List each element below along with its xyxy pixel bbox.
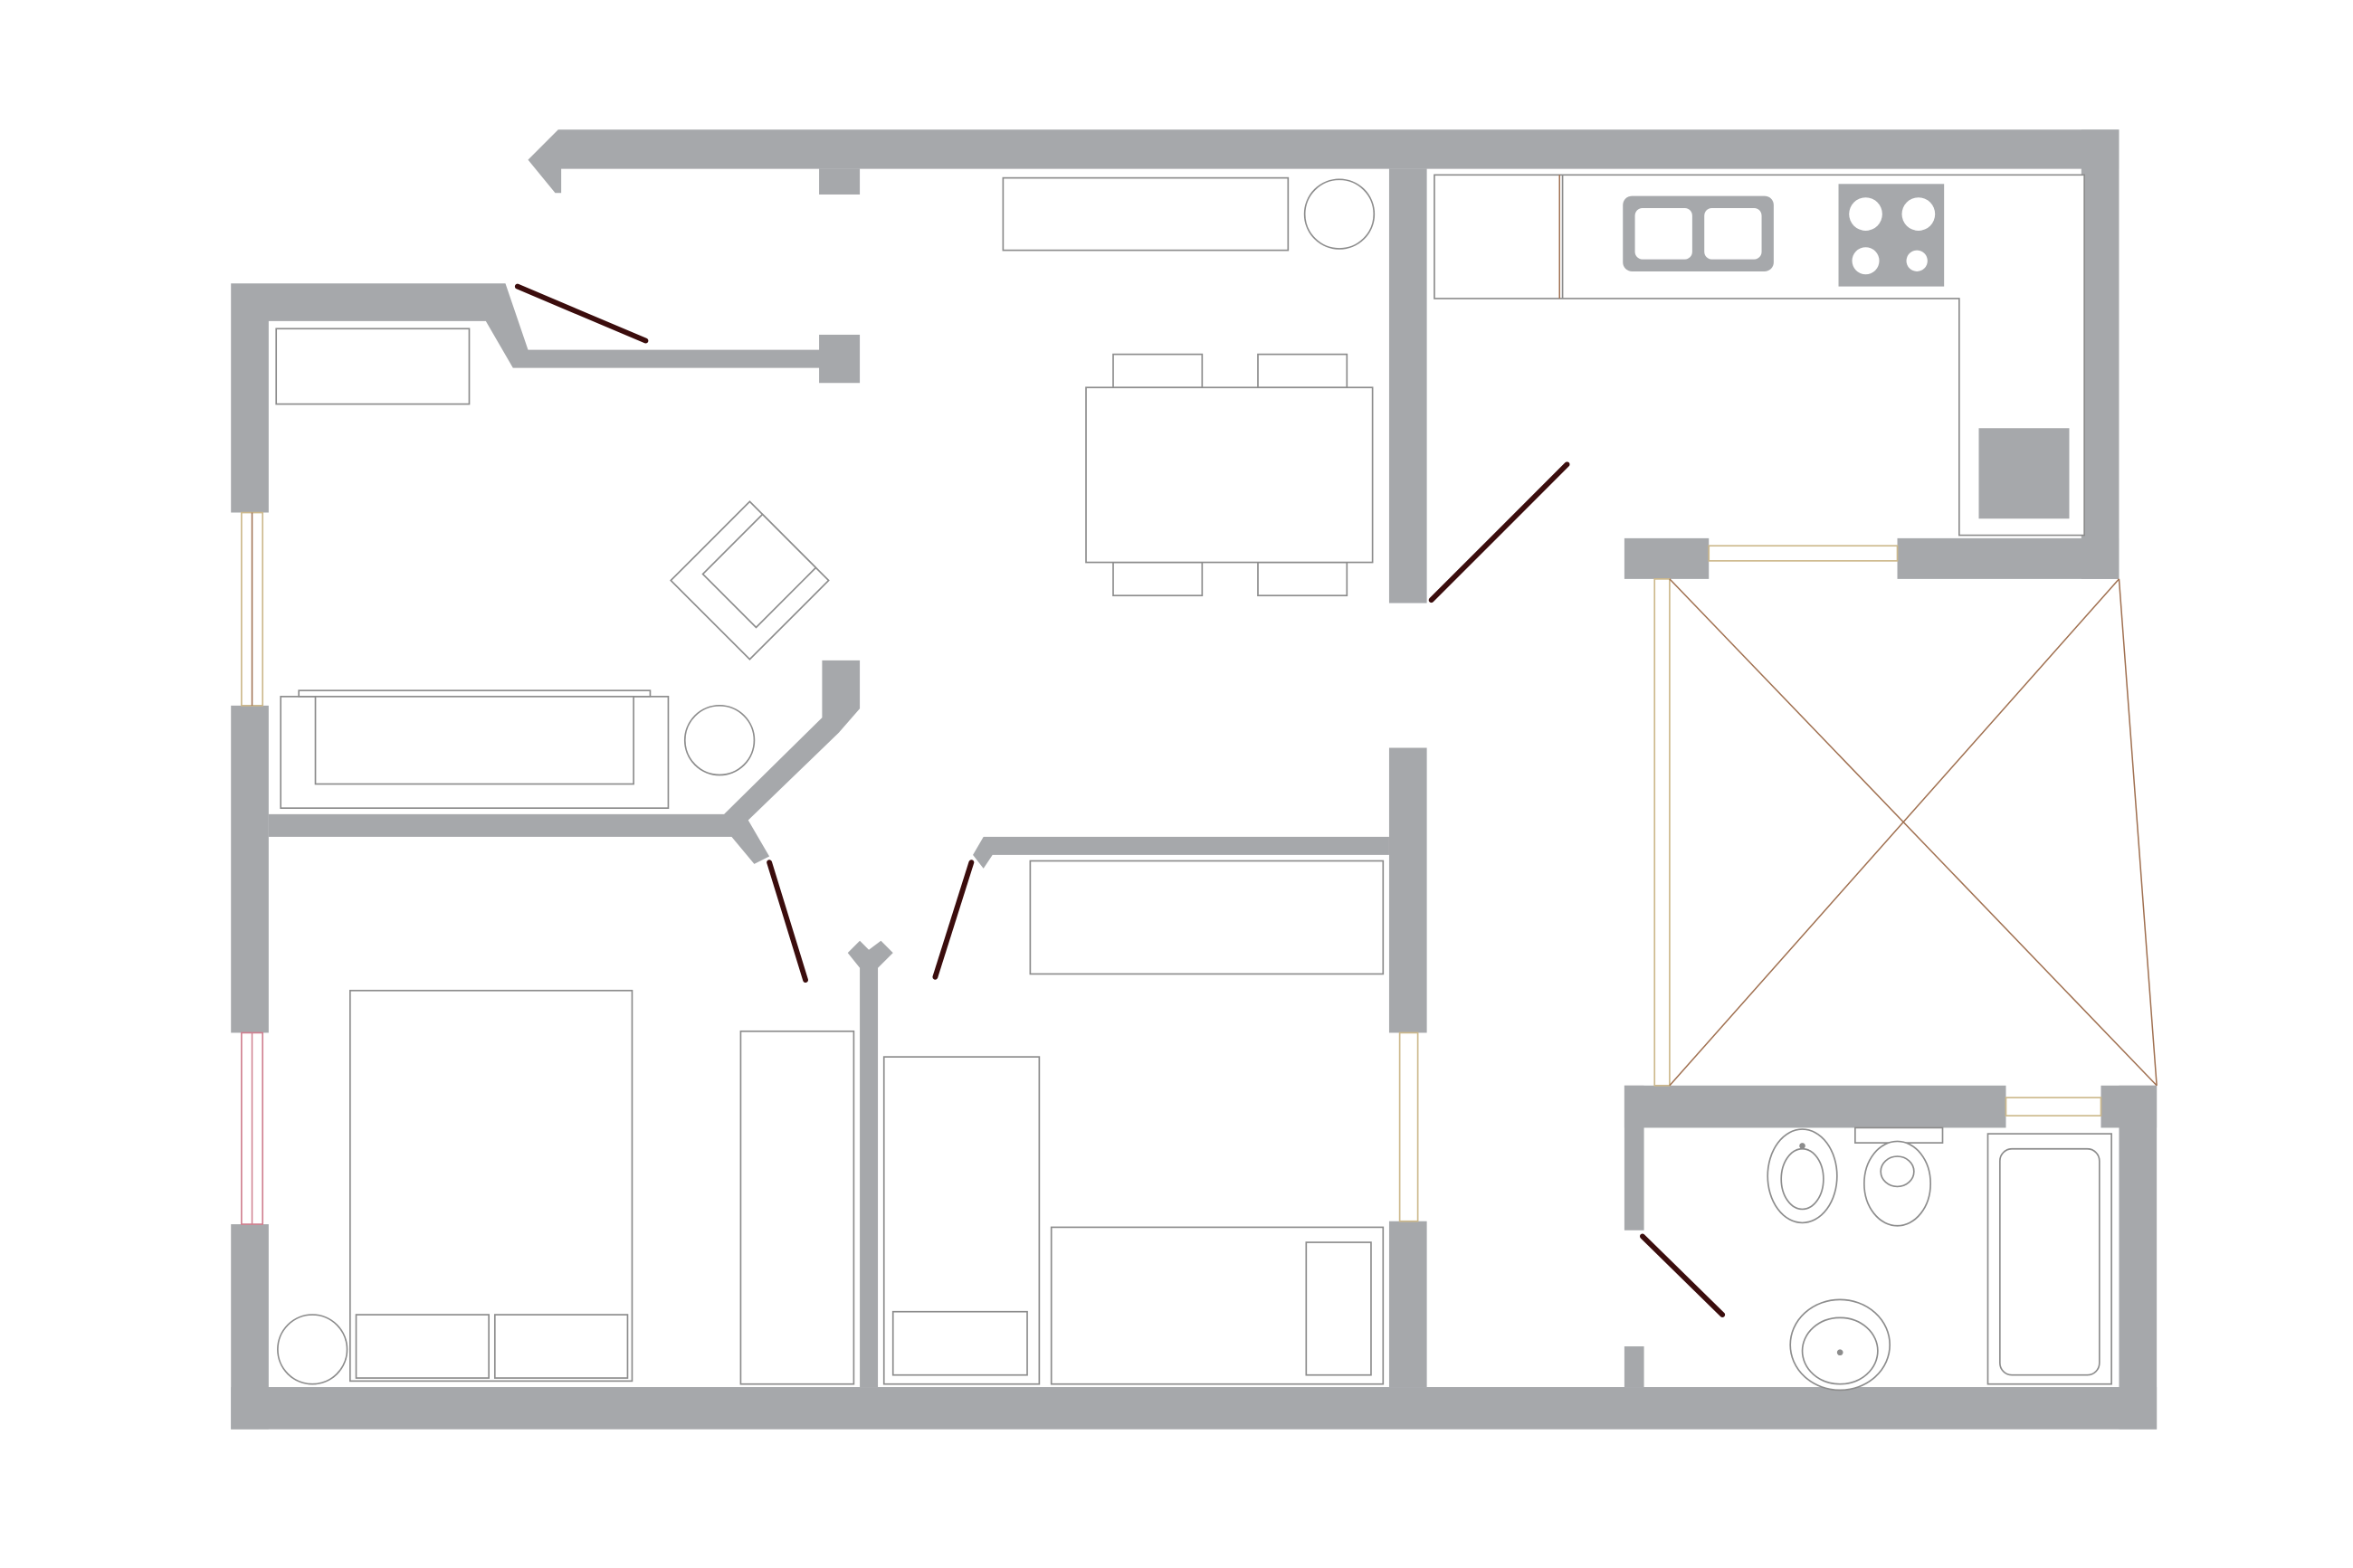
wall-top-stub [819, 168, 861, 195]
wall-bottom [231, 1387, 2158, 1430]
door-bedroom2 [932, 860, 975, 980]
walls [231, 129, 2158, 1430]
bathtub [1986, 1133, 2112, 1385]
doors [514, 283, 1726, 1317]
wall-bedroom2-right-lower [1388, 1221, 1427, 1388]
window-bedroom2 [1398, 1031, 1419, 1222]
wall-bedroom2-right-upper [1388, 747, 1427, 1033]
wall-bathroom-right [2119, 1085, 2158, 1430]
wall-balcony-top-right [1897, 537, 2120, 579]
living-room-furniture [275, 328, 830, 809]
sideboard [1002, 176, 1290, 252]
wall-bedroom2-top [973, 836, 1389, 869]
bedroom2-furniture [882, 860, 1385, 1385]
wall-living-bedroom-divider [268, 660, 861, 864]
kitchen-furniture [1434, 174, 2085, 537]
side-table [683, 705, 756, 776]
window-balcony-top [1708, 545, 1899, 562]
wall-right-kitchen [2081, 129, 2120, 579]
bedroom-furniture [277, 989, 855, 1385]
wall-kitchen-divider [1388, 168, 1427, 603]
balcony-edge [2118, 578, 2158, 1086]
pillow [891, 1310, 1028, 1376]
window-bathroom [2005, 1097, 2102, 1117]
toilet [1854, 1126, 1944, 1227]
living-cabinet [275, 328, 471, 405]
dining-chair [1257, 561, 1348, 597]
bidet [1767, 1128, 1838, 1224]
dining-table [1085, 386, 1374, 564]
wall-living-top [231, 283, 823, 513]
pillow [493, 1314, 629, 1379]
windows [241, 511, 2102, 1225]
door-kitchen [1428, 461, 1570, 603]
balcony [1669, 578, 2158, 1087]
window-balcony-left [1653, 578, 1671, 1087]
balcony-cross-line [1669, 578, 2120, 1087]
door-bathroom [1639, 1233, 1726, 1317]
wall-bathroom-left-upper [1624, 1085, 1644, 1231]
washbasin [1789, 1298, 1891, 1392]
armchair [670, 500, 830, 660]
wall-top-entrance-corner [528, 129, 2120, 194]
pillow [1305, 1241, 1372, 1376]
door-entrance [514, 283, 649, 344]
wardrobe [1029, 860, 1385, 975]
plant-pot [1303, 178, 1376, 250]
dining-furniture [1002, 176, 1376, 597]
bedside-table [277, 1314, 348, 1385]
sink [1623, 195, 1774, 271]
wall-left-middle [231, 705, 269, 1033]
dining-chair [1257, 353, 1348, 389]
wall-balcony-top-left [1624, 537, 1710, 579]
wall-bathroom-left-lower [1624, 1346, 1644, 1388]
door-bedroom [767, 860, 808, 984]
wall-bedroom-divider [847, 940, 893, 1388]
dining-chair [1112, 353, 1204, 389]
bathroom-fixtures [1767, 1126, 2112, 1392]
pillow [355, 1314, 490, 1379]
wardrobe [739, 1030, 855, 1385]
balcony-cross-line [1669, 578, 2158, 1087]
sofa [280, 689, 670, 809]
fridge [1978, 428, 2070, 519]
stove [1838, 184, 1945, 287]
wall-living-stub [819, 334, 861, 384]
wall-bathroom-top [1624, 1085, 2006, 1128]
dining-chair [1112, 561, 1204, 597]
